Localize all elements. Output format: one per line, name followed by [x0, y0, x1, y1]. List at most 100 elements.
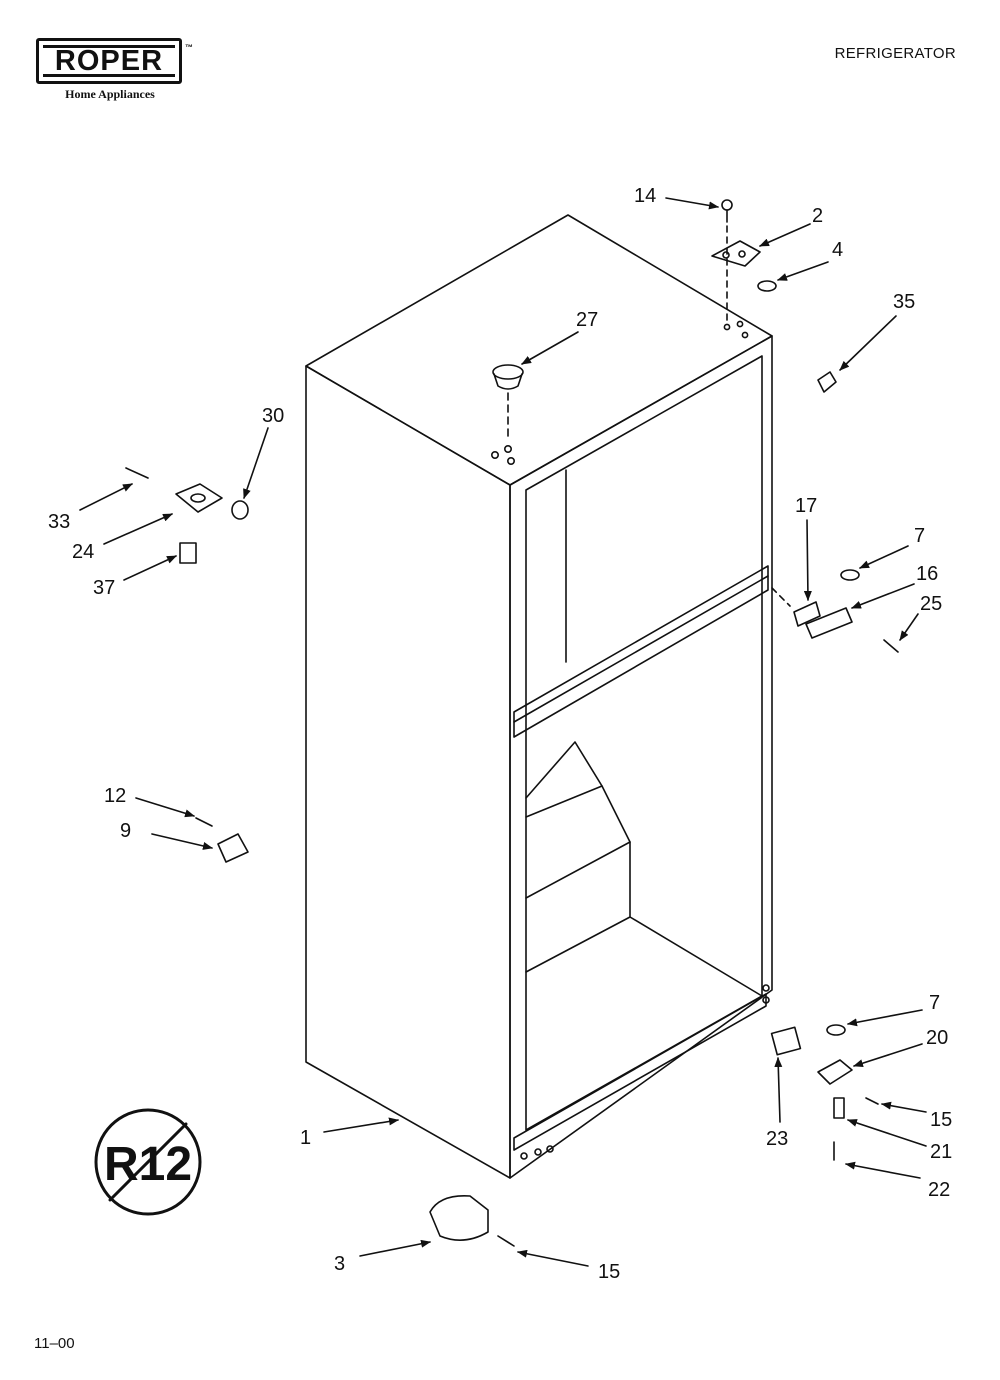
leader-35 — [839, 315, 897, 371]
door-stop-assembly — [195, 817, 249, 863]
screw-25 — [883, 639, 899, 653]
pin-21 — [833, 1097, 845, 1119]
leader-14 — [135, 797, 195, 818]
badge-text: R12 — [104, 1138, 192, 1191]
brand-trademark: ™ — [185, 43, 193, 52]
top-hinge-plate — [711, 240, 761, 267]
liner-evaporator — [525, 741, 631, 973]
top-hole — [506, 456, 515, 465]
cabinet-side-panel — [305, 365, 511, 1179]
leader-20 — [853, 1043, 923, 1068]
screw-14 — [195, 817, 213, 827]
logo-frame: ROPER ™ — [36, 38, 193, 84]
cabinet-front-frame — [509, 335, 773, 1179]
stop-12 — [217, 833, 249, 863]
bottom-hole — [520, 1152, 528, 1160]
cabinet-opening — [525, 355, 763, 1131]
leader-4 — [777, 261, 829, 281]
washer-30 — [231, 500, 249, 520]
liner-line — [525, 841, 631, 899]
leader-23 — [774, 1057, 783, 1123]
callout-12: 9 — [120, 820, 131, 842]
part-27-plug — [492, 364, 524, 441]
leader-37 — [123, 555, 177, 581]
center-hinge-assembly — [771, 569, 899, 653]
handle-bracket-assembly — [125, 467, 249, 564]
hinge-20 — [817, 1059, 853, 1085]
page-title: REFRIGERATOR — [834, 45, 956, 62]
leader-33 — [79, 483, 133, 511]
callout-2: 2 — [812, 205, 823, 227]
brand-name: ROPER — [54, 45, 164, 77]
callout-37: 37 — [93, 577, 115, 599]
callout-27: 27 — [576, 309, 598, 331]
callout-20: 20 — [926, 1027, 948, 1049]
hinge-16 — [805, 607, 853, 639]
top-washer — [757, 280, 777, 292]
callout-33: 33 — [48, 511, 70, 533]
top-hole — [490, 450, 499, 459]
center-rail-bar — [513, 565, 769, 738]
callout-25: 25 — [920, 593, 942, 615]
leveler-3 — [429, 1195, 489, 1241]
cabinet-top-panel — [305, 214, 773, 486]
callout-22: 22 — [928, 1179, 950, 1201]
screw-33 — [125, 467, 149, 479]
callout-labels: 14 2 4 35 27 30 33 24 37 1 7 7 16 25 12 9… — [48, 185, 952, 1283]
leader-22 — [845, 1161, 921, 1179]
part-35-clip — [817, 371, 837, 393]
top-hole — [741, 331, 749, 339]
top-hole — [723, 323, 731, 331]
leader-1 — [323, 1117, 399, 1133]
leader-lines — [79, 197, 927, 1267]
callout-16: 16 — [916, 563, 938, 585]
screw-9 — [497, 1235, 515, 1247]
leader-7a — [859, 545, 909, 569]
no-r12-badge: R12 — [94, 1108, 202, 1216]
washer-7-lower — [826, 1024, 846, 1036]
callout-4: 4 — [832, 239, 843, 261]
spacer-37 — [179, 542, 197, 564]
leader-30 — [243, 427, 269, 499]
bottom-hinge-assembly — [770, 1024, 879, 1161]
top-hole — [503, 444, 512, 453]
callout-15b: 15 — [930, 1109, 952, 1131]
callout-15a: 14 — [634, 185, 656, 207]
leader-24 — [103, 513, 173, 545]
callout-14: 12 — [104, 785, 126, 807]
leader-15a — [665, 197, 719, 210]
bottom-rail — [513, 984, 770, 1160]
leveler-assembly — [429, 1195, 515, 1247]
callout-7a: 7 — [914, 525, 925, 547]
leader-21 — [847, 1119, 927, 1147]
callout-35: 35 — [893, 291, 915, 313]
callout-9: 15 — [598, 1261, 620, 1283]
callout-1: 1 — [300, 1127, 311, 1149]
liner-line — [525, 785, 603, 818]
leader-25 — [899, 613, 919, 641]
washer-7-upper — [840, 569, 860, 581]
brand-logo: ROPER ™ Home Appliances — [36, 38, 193, 102]
bracket-24 — [175, 483, 223, 513]
interior-liner — [525, 741, 763, 997]
revision-date: 11–00 — [34, 1335, 75, 1352]
callout-7b: 7 — [929, 992, 940, 1014]
shim-17 — [793, 601, 821, 627]
cabinet-body — [305, 214, 773, 1179]
leader-12 — [151, 833, 213, 850]
bottom-rail-bar — [513, 993, 767, 1151]
top-hinge-assembly — [711, 199, 777, 321]
callout-30: 30 — [262, 405, 284, 427]
callout-24: 24 — [72, 541, 94, 563]
center-rail — [513, 565, 769, 738]
leader-16 — [851, 583, 915, 609]
callout-3: 3 — [334, 1253, 345, 1275]
bottom-hole — [762, 996, 770, 1004]
leader-3 — [359, 1239, 431, 1257]
hinge-screw — [721, 199, 733, 211]
leader-17 — [803, 519, 812, 601]
leader-2 — [759, 223, 811, 247]
top-hole — [736, 320, 744, 328]
brand-subtitle: Home Appliances — [65, 87, 155, 101]
leader-9 — [517, 1249, 589, 1267]
